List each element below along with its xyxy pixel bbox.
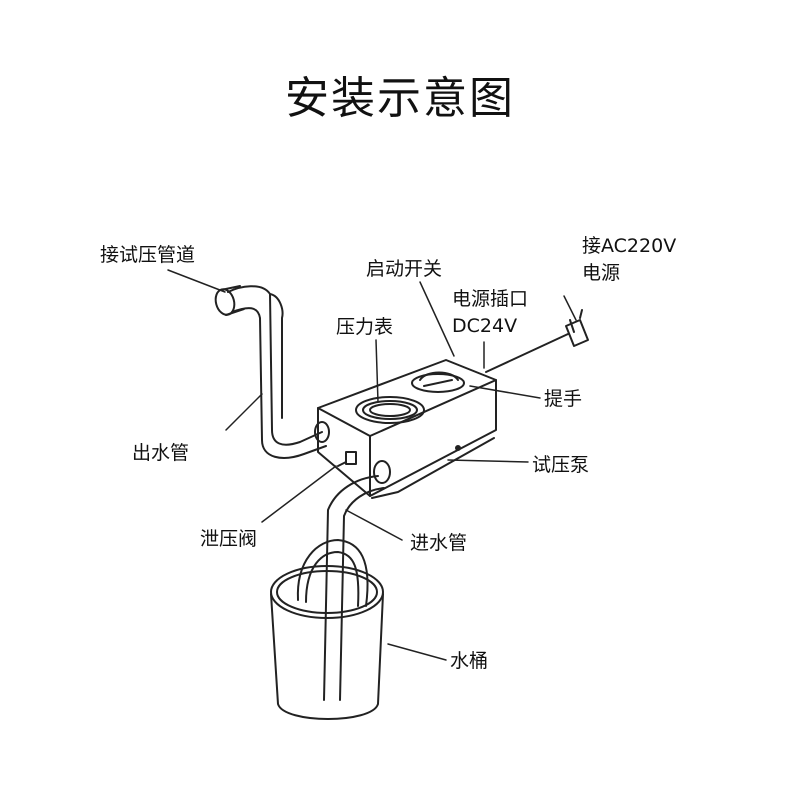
- outlet-pipe: [227, 285, 327, 459]
- label-power-socket-2: DC24V: [452, 315, 518, 337]
- diagram-title: 安装示意图: [285, 73, 515, 124]
- relief-valve-knob: [337, 451, 357, 467]
- label-pump: 试压泵: [532, 454, 590, 476]
- label-gauge: 压力表: [336, 316, 394, 338]
- label-ac-power-2: 电源: [582, 262, 621, 284]
- inlet-pipe: [323, 475, 385, 701]
- label-bucket: 水桶: [450, 650, 489, 672]
- leader-relief-valve: [261, 465, 337, 523]
- carry-handle: [411, 371, 465, 393]
- leader-ac-power: [563, 295, 577, 321]
- pump-box: [317, 359, 497, 499]
- leader-bucket: [387, 643, 447, 661]
- power-cord: [485, 333, 569, 373]
- outlet-fitting: [314, 421, 330, 443]
- leader-outlet-pipe: [225, 393, 263, 431]
- leader-lines: [167, 269, 577, 661]
- leader-pressure-line: [167, 269, 226, 293]
- inlet-fitting: [373, 460, 391, 484]
- label-ac-power-1: 接AC220V: [582, 235, 677, 257]
- leader-handle: [469, 385, 541, 399]
- label-start-switch: 启动开关: [366, 258, 443, 280]
- water-bucket: [270, 539, 384, 720]
- leader-start-switch: [419, 281, 455, 357]
- label-outlet-pipe: 出水管: [132, 442, 190, 464]
- leader-inlet-pipe: [345, 509, 403, 541]
- pressure-gauge: [355, 396, 425, 424]
- label-power-socket-1: 电源插口: [452, 288, 529, 310]
- label-relief-valve: 泄压阀: [200, 528, 258, 550]
- power-plug: [565, 309, 589, 347]
- label-pressure-line: 接试压管道: [100, 244, 196, 266]
- leader-pump: [447, 459, 529, 463]
- label-inlet-pipe: 进水管: [410, 532, 468, 554]
- leader-gauge: [375, 339, 379, 403]
- pipe-end-cap: [214, 285, 245, 316]
- label-handle: 提手: [544, 388, 583, 410]
